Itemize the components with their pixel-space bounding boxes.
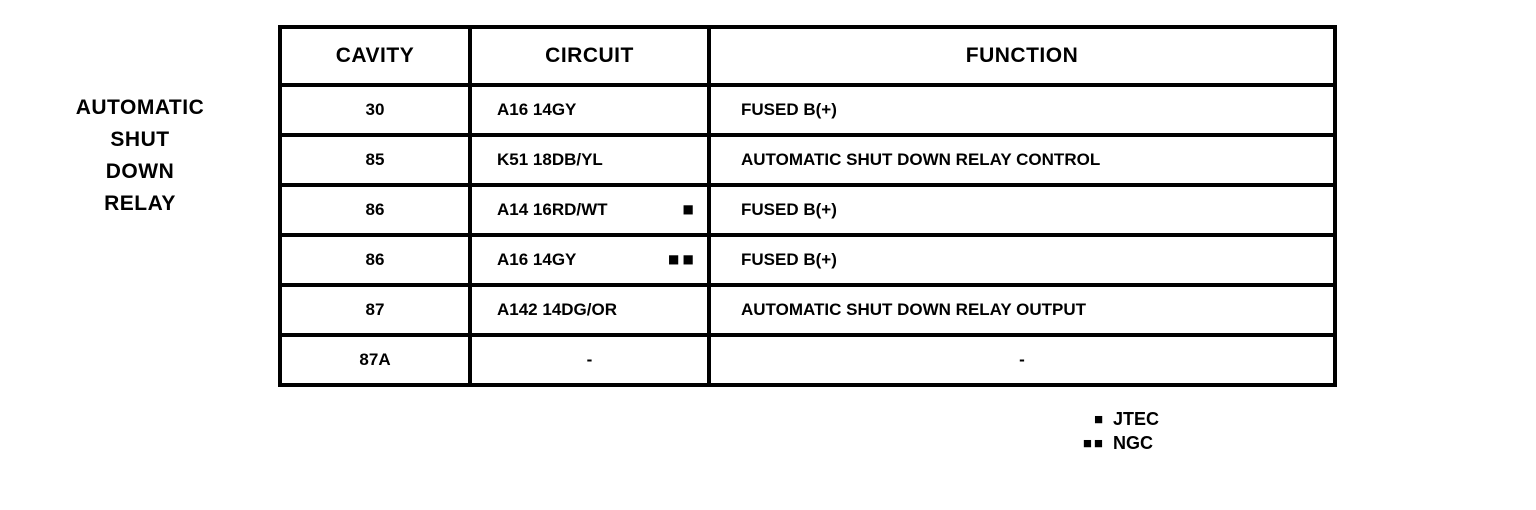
function-cell: FUSED B(+) xyxy=(707,183,1337,237)
jtec-marker-icon: ■ xyxy=(682,199,697,221)
table-row: 87 A142 14DG/OR AUTOMATIC SHUT DOWN RELA… xyxy=(278,283,1337,337)
cavity-cell: 86 xyxy=(278,183,472,237)
relay-name-label: AUTOMATIC SHUT DOWN RELAY xyxy=(75,96,205,215)
circuit-label: K51 18DB/YL xyxy=(497,150,603,169)
table-row: 86 A14 16RD/WT ■ FUSED B(+) xyxy=(278,183,1337,237)
table-row: 86 A16 14GY ■■ FUSED B(+) xyxy=(278,233,1337,287)
table-row: 85 K51 18DB/YL AUTOMATIC SHUT DOWN RELAY… xyxy=(278,133,1337,187)
cavity-cell: 30 xyxy=(278,83,472,137)
circuit-label: - xyxy=(586,350,593,369)
function-cell: AUTOMATIC SHUT DOWN RELAY CONTROL xyxy=(707,133,1337,187)
circuit-cell: K51 18DB/YL xyxy=(468,133,711,187)
function-cell: AUTOMATIC SHUT DOWN RELAY OUTPUT xyxy=(707,283,1337,337)
header-cavity: CAVITY xyxy=(278,25,472,87)
cavity-cell: 87A xyxy=(278,333,472,387)
function-cell: FUSED B(+) xyxy=(707,83,1337,137)
jtec-marker-icon: ■ xyxy=(1093,411,1105,428)
jtec-label: JTEC xyxy=(1113,409,1160,429)
cavity-cell: 85 xyxy=(278,133,472,187)
table-header-row: CAVITY CIRCUIT FUNCTION xyxy=(278,25,1337,87)
table-row: 30 A16 14GY FUSED B(+) xyxy=(278,83,1337,137)
circuit-label: A14 16RD/WT xyxy=(497,200,608,219)
circuit-cell: A16 14GY ■■ xyxy=(468,233,711,287)
cavity-cell: 86 xyxy=(278,233,472,287)
variant-legend: ■ JTEC ■■ NGC xyxy=(1040,410,1159,453)
header-circuit: CIRCUIT xyxy=(468,25,711,87)
circuit-label: A16 14GY xyxy=(497,100,577,119)
circuit-cell: A16 14GY xyxy=(468,83,711,137)
circuit-label: A16 14GY xyxy=(497,250,577,269)
relay-pinout-table: CAVITY CIRCUIT FUNCTION 30 A16 14GY FUSE… xyxy=(278,25,1337,387)
circuit-cell: - xyxy=(468,333,711,387)
header-function: FUNCTION xyxy=(707,25,1337,87)
ngc-marker-icon: ■■ xyxy=(668,249,697,271)
ngc-label: NGC xyxy=(1113,433,1153,453)
circuit-label: A142 14DG/OR xyxy=(497,300,617,319)
cavity-cell: 87 xyxy=(278,283,472,337)
table-row: 87A - - xyxy=(278,333,1337,387)
circuit-cell: A142 14DG/OR xyxy=(468,283,711,337)
function-cell: FUSED B(+) xyxy=(707,233,1337,287)
circuit-cell: A14 16RD/WT ■ xyxy=(468,183,711,237)
ngc-marker-icon: ■■ xyxy=(1082,435,1105,452)
function-cell: - xyxy=(707,333,1337,387)
